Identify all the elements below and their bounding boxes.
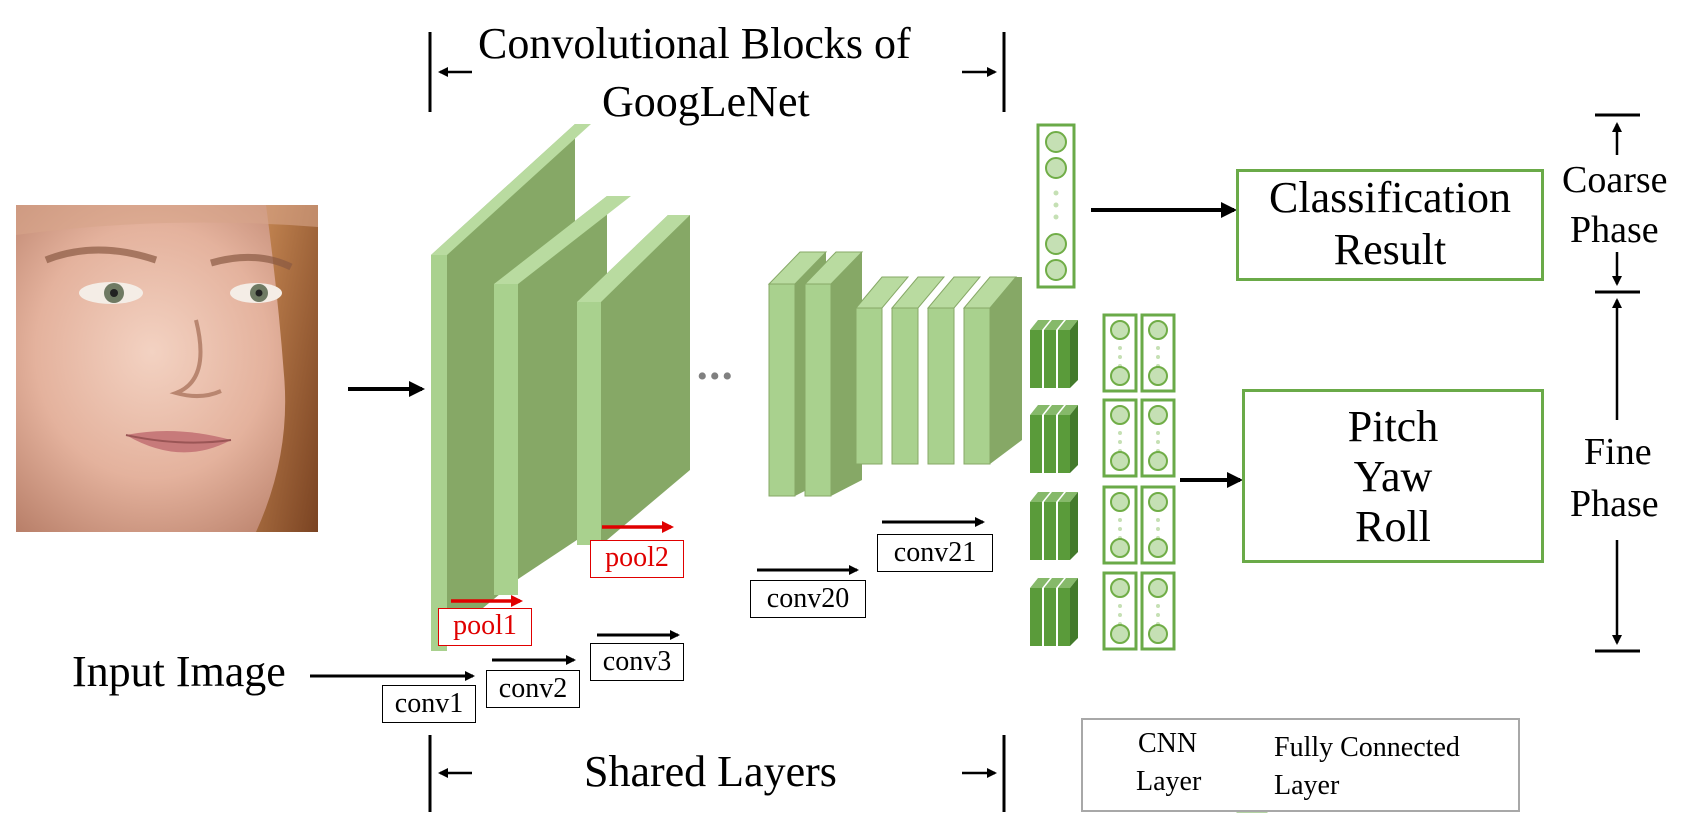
legend (1081, 718, 1520, 812)
pool2-label: pool2 (590, 540, 684, 578)
roll-label: Roll (1355, 502, 1431, 551)
fine-branch-2 (1030, 398, 1176, 478)
pitch-label: Pitch (1347, 402, 1439, 451)
conv20-label: conv20 (750, 580, 866, 618)
legend-fc-line2: Layer (1274, 770, 1340, 801)
footer-bracket (428, 735, 1006, 812)
yaw-label: Yaw (1353, 452, 1433, 501)
header-bracket (428, 32, 1006, 112)
legend-cnn-line2: Layer (1136, 766, 1202, 797)
coarse-phase-bracket (1595, 113, 1640, 294)
ellipsis-label: ••• (697, 360, 735, 393)
fine-phase-bracket (1595, 298, 1640, 653)
shared-layers-label: Shared Layers (584, 747, 837, 796)
fine-branch-1 (1030, 313, 1176, 393)
conv3-layer (577, 215, 690, 545)
fine-branch-4 (1030, 571, 1176, 651)
conv3-label: conv3 (590, 643, 684, 681)
conv21-label: conv21 (877, 534, 993, 572)
classification-line2: Result (1333, 225, 1447, 274)
conv21-layers (854, 276, 1022, 465)
input-face-image (16, 205, 318, 532)
coarse-phase-line1: Coarse (1562, 159, 1668, 201)
fine-phase-line2: Phase (1570, 483, 1659, 525)
classification-line1: Classification (1269, 173, 1511, 222)
legend-cnn-line1: CNN (1138, 728, 1198, 759)
conv20-layers (767, 251, 864, 497)
classification-result-box: Classification Result (1236, 169, 1544, 281)
input-image-label: Input Image (72, 647, 286, 696)
fine-branch-3 (1030, 485, 1176, 565)
conv1-label: conv1 (382, 685, 476, 723)
header-title-line1: Convolutional Blocks of (478, 19, 911, 68)
header-title-line2: GoogLeNet (602, 77, 810, 126)
coarse-fc-layer (1036, 123, 1076, 289)
legend-fc-line1: Fully Connected (1274, 732, 1460, 763)
fine-phase-line1: Fine (1584, 431, 1652, 473)
pool1-label: pool1 (438, 608, 532, 646)
pose-regression-box: Pitch Yaw Roll (1242, 389, 1544, 563)
conv2-label: conv2 (486, 670, 580, 708)
coarse-phase-line2: Phase (1570, 209, 1659, 251)
